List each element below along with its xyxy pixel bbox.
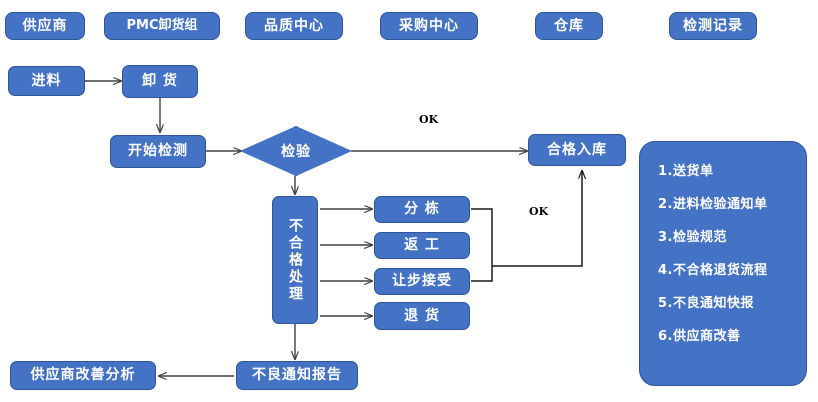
node-rework[interactable]: 返 工 bbox=[374, 232, 470, 259]
node-inspect-decision[interactable]: 检验 bbox=[240, 126, 352, 176]
node-label: 开始检测 bbox=[128, 143, 188, 160]
documents-panel: 1.送货单 2.进料检验通知单 3.检验规范 4.不合格退货流程 5.不良通知快… bbox=[639, 141, 807, 386]
node-label: 检验 bbox=[281, 144, 311, 160]
node-return-goods[interactable]: 退 货 bbox=[374, 302, 470, 330]
connector-label-text: OK bbox=[529, 205, 549, 218]
swimlane-header-inspection-records[interactable]: 检测记录 bbox=[669, 12, 757, 40]
node-label: 分 栋 bbox=[404, 201, 440, 218]
node-defect-report[interactable]: 不良通知报告 bbox=[236, 361, 358, 390]
swimlane-header-label: PMC卸货组 bbox=[126, 17, 198, 33]
node-label: 进料 bbox=[31, 72, 62, 89]
swimlane-header-supplier[interactable]: 供应商 bbox=[5, 12, 85, 40]
documents-panel-item: 5.不良通知快报 bbox=[658, 296, 754, 311]
swimlane-header-pmc-unload-team[interactable]: PMC卸货组 bbox=[104, 12, 220, 40]
documents-panel-item: 1.送货单 bbox=[658, 164, 714, 179]
swimlane-header-warehouse[interactable]: 仓库 bbox=[535, 12, 603, 40]
node-label: 不良通知报告 bbox=[252, 367, 342, 384]
node-label: 让步接受 bbox=[392, 273, 452, 290]
node-incoming-material[interactable]: 进料 bbox=[8, 66, 85, 96]
swimlane-header-label: 采购中心 bbox=[399, 17, 459, 34]
swimlane-header-label: 仓库 bbox=[554, 17, 584, 34]
connector-label-text: OK bbox=[419, 113, 439, 126]
swimlane-header-label: 供应商 bbox=[22, 17, 68, 34]
node-sorting[interactable]: 分 栋 bbox=[374, 196, 470, 223]
documents-panel-item: 3.检验规范 bbox=[658, 230, 727, 245]
swimlane-header-label: 检测记录 bbox=[683, 17, 743, 34]
node-label: 合格入库 bbox=[547, 141, 607, 158]
node-concession-accept[interactable]: 让步接受 bbox=[374, 268, 470, 295]
node-supplier-improvement-analysis[interactable]: 供应商改善分析 bbox=[10, 361, 156, 390]
swimlane-header-label: 品质中心 bbox=[264, 17, 324, 34]
node-label: 退 货 bbox=[404, 307, 440, 324]
node-nonconforming-handling[interactable]: 不合格处理 bbox=[272, 196, 318, 324]
node-label: 供应商改善分析 bbox=[30, 367, 136, 384]
swimlane-header-quality-center[interactable]: 品质中心 bbox=[245, 12, 343, 40]
node-start-inspection[interactable]: 开始检测 bbox=[110, 135, 206, 168]
node-label: 返 工 bbox=[404, 237, 440, 254]
wire-ok-return-to-warehouse bbox=[471, 171, 582, 282]
swimlane-header-purchasing-center[interactable]: 采购中心 bbox=[380, 12, 478, 40]
node-unload[interactable]: 卸 货 bbox=[122, 65, 198, 98]
connector-label-ok-top: OK bbox=[419, 113, 438, 126]
documents-panel-item: 2.进料检验通知单 bbox=[658, 197, 768, 212]
documents-panel-item: 4.不合格退货流程 bbox=[658, 263, 768, 278]
node-label: 卸 货 bbox=[142, 73, 178, 90]
node-label: 不合格处理 bbox=[287, 217, 304, 303]
node-pass-to-warehouse[interactable]: 合格入库 bbox=[528, 134, 626, 166]
connector-label-ok-mid: OK bbox=[529, 205, 548, 218]
documents-panel-item: 6.供应商改善 bbox=[658, 329, 741, 344]
